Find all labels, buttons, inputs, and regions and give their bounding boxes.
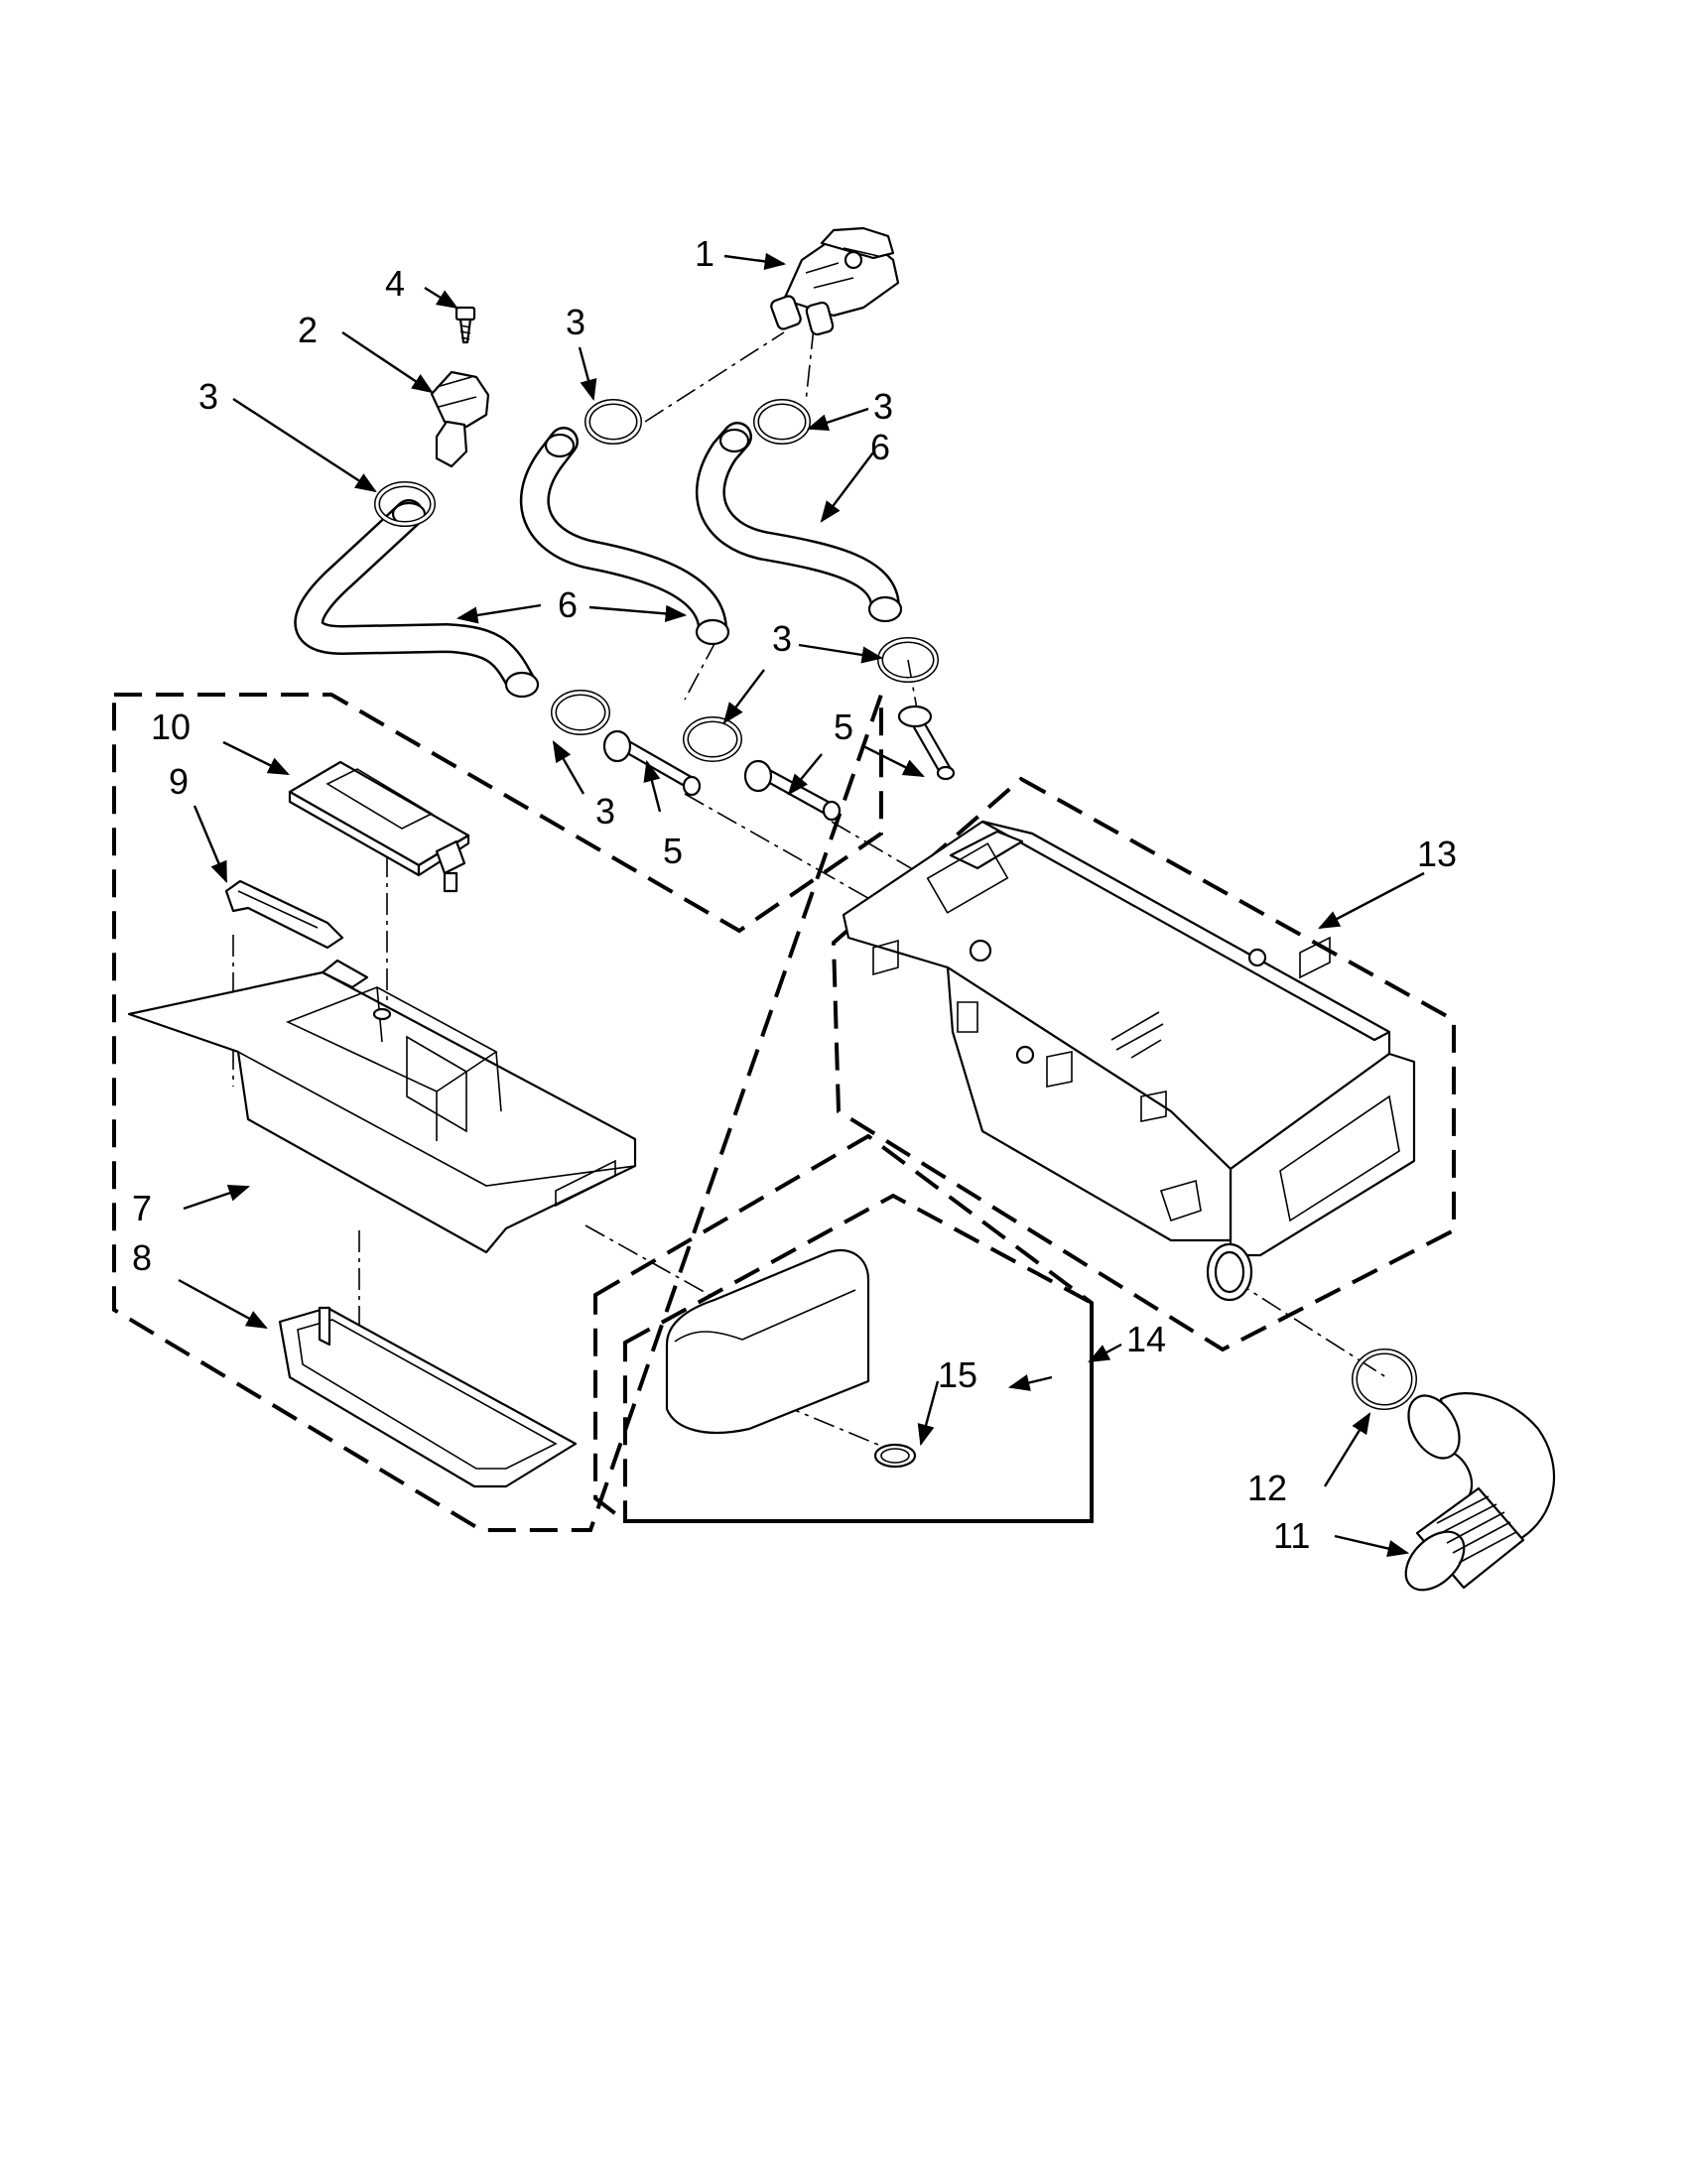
callout-11: 11	[1273, 1515, 1310, 1556]
callout-3-upper-middle: 3	[566, 302, 585, 342]
callout-14: 14	[1126, 1319, 1166, 1359]
callout-10: 10	[151, 707, 191, 747]
dispenser-cover-kit	[665, 1249, 870, 1434]
group-outline-cover-kit	[593, 1133, 1094, 1523]
callout-6-right: 6	[870, 427, 890, 467]
o-ring	[873, 1443, 917, 1469]
callout-5-left: 5	[663, 831, 683, 871]
hose-right	[695, 422, 903, 623]
inlet-tube-3	[897, 705, 956, 781]
callout-5-right: 5	[834, 707, 853, 747]
callout-13: 13	[1417, 834, 1457, 874]
dispenser-cover	[288, 760, 470, 893]
callout-1: 1	[695, 233, 714, 274]
leader-arrows	[178, 252, 1425, 1558]
screw	[454, 306, 476, 344]
hose-middle	[519, 427, 730, 646]
callout-6-middle: 6	[558, 584, 578, 625]
callout-12: 12	[1247, 1468, 1287, 1508]
group-outline-cover-kit-inner	[623, 1193, 1094, 1523]
hose-left	[294, 499, 540, 699]
siphon-clip	[224, 879, 344, 950]
callout-3-upper-right: 3	[873, 386, 893, 427]
bellows-hose	[1404, 1392, 1556, 1592]
bellows-clamp	[1352, 1349, 1417, 1410]
callout-15: 15	[938, 1354, 977, 1395]
callout-3-lower-left: 3	[595, 791, 615, 832]
callout-2: 2	[298, 310, 318, 350]
callout-3-lower-right: 3	[772, 618, 792, 659]
inlet-valve-single	[430, 370, 490, 468]
callout-4: 4	[385, 263, 405, 304]
dispenser-housing	[842, 820, 1416, 1302]
callout-7: 7	[132, 1188, 152, 1228]
inlet-valve-dual	[770, 226, 900, 336]
callout-3-left: 3	[198, 376, 218, 417]
group-outline-dispenser-housing	[831, 776, 1456, 1352]
callout-labels: 1 4 2 3 3 3 6 6 3 5 3 5 3 10 9 13 7 8 14…	[132, 233, 1457, 1556]
callout-9: 9	[169, 761, 189, 802]
callout-8: 8	[132, 1237, 152, 1278]
dispenser-drawer	[127, 959, 637, 1254]
dispenser-tray	[278, 1306, 578, 1488]
